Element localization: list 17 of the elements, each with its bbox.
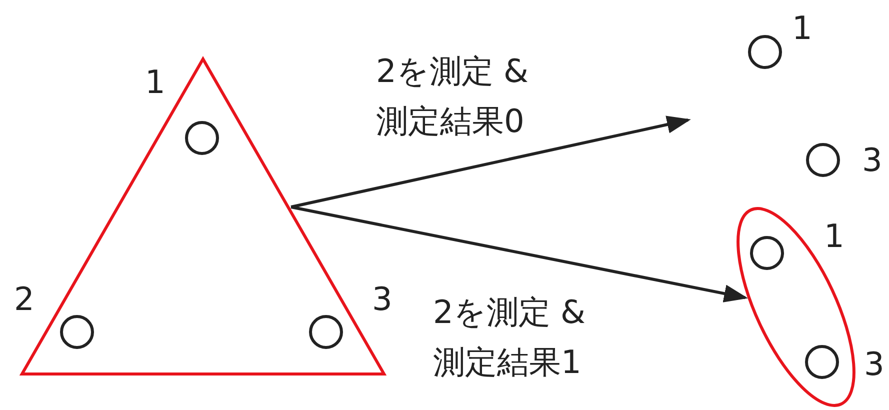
qubit-number: 2 xyxy=(14,281,34,317)
entanglement-ellipse xyxy=(737,206,855,408)
qubit-number: 3 xyxy=(862,142,882,178)
qubit-circle xyxy=(185,121,219,155)
qubit-circle xyxy=(748,35,782,69)
arrow xyxy=(290,116,691,208)
qubit-number: 3 xyxy=(864,346,884,382)
qubit-number: 1 xyxy=(824,218,844,254)
qubit-circle xyxy=(805,345,839,379)
qubit-circle xyxy=(60,315,94,349)
qubit-number: 3 xyxy=(372,281,392,317)
arrow xyxy=(290,206,748,302)
qubit-circle xyxy=(806,143,840,177)
qubit-circle xyxy=(750,236,784,270)
qubit-circle xyxy=(309,315,343,349)
qubit-number: 1 xyxy=(145,64,166,100)
qubit-number: 1 xyxy=(792,10,812,46)
